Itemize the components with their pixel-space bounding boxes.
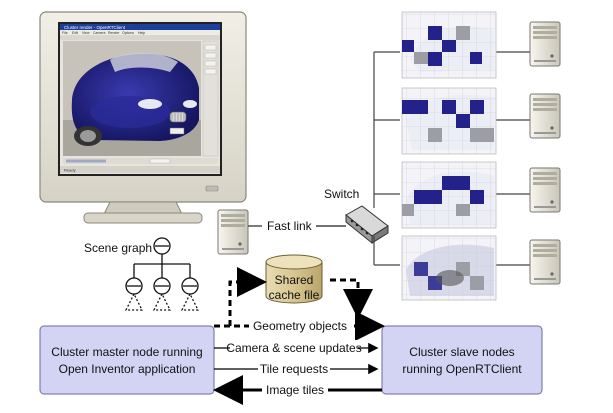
camera-flow-label: Camera & scene updates: [226, 341, 361, 355]
fast-link-label: Fast link: [267, 219, 313, 233]
master-node-box: Cluster master node running Open Invento…: [39, 325, 215, 395]
master-box-line2: Open Inventor application: [59, 362, 196, 376]
slave-box-line1: Cluster slave nodes: [409, 345, 514, 359]
menu-bar: File Edit View Camera Render Options Hel…: [60, 30, 220, 35]
shared-cache-cylinder: [265, 254, 323, 304]
master-box-line1: Cluster master node running: [51, 345, 202, 359]
window-title: Cluster render - OpenRTClient: [64, 25, 126, 30]
tile-panel-3: [401, 161, 497, 229]
menu-item-edit[interactable]: Edit: [72, 31, 78, 35]
power-button[interactable]: [205, 185, 219, 192]
app-window: Cluster render - OpenRTClient File Edit …: [60, 24, 220, 174]
menu-item-file[interactable]: File: [62, 31, 68, 35]
menu-item-camera[interactable]: Camera: [93, 31, 106, 35]
cache-label-line1: Shared: [275, 273, 314, 287]
tile-panel-4: [401, 235, 497, 301]
network-switch: [345, 205, 389, 245]
cache-label-line2: cache file: [269, 288, 320, 302]
switch-wiring: [373, 51, 530, 266]
menu-item-options[interactable]: Options: [122, 31, 134, 35]
scene-graph-icon: [124, 237, 200, 311]
car-render: [71, 52, 199, 146]
tile-requests-flow-label: Tile requests: [260, 362, 328, 376]
slave-server-tower-2: [529, 93, 561, 139]
scene-graph-label: Scene graph: [84, 241, 152, 255]
slave-nodes-box: Cluster slave nodes running OpenRTClient: [381, 325, 543, 395]
slave-server-tower-4: [529, 239, 561, 285]
status-text: Ready: [64, 168, 76, 173]
geometry-flow-label: Geometry objects: [253, 319, 347, 333]
switch-label: Switch: [324, 187, 359, 201]
monitor: Cluster render - OpenRTClient File Edit …: [39, 11, 247, 224]
tile-panel-1: [401, 11, 497, 79]
slave-server-tower-3: [529, 167, 561, 213]
tile-panel-2: [401, 87, 497, 155]
master-server-tower: [217, 209, 249, 255]
menu-item-render[interactable]: Render: [108, 31, 120, 35]
slave-server-tower-1: [529, 21, 561, 67]
cache-dashed-arrows: [228, 267, 373, 326]
slave-box-line2: running OpenRTClient: [402, 362, 522, 376]
image-tiles-flow-label: Image tiles: [266, 383, 324, 397]
menu-item-view[interactable]: View: [82, 31, 90, 35]
menu-item-help[interactable]: Help: [138, 31, 145, 35]
